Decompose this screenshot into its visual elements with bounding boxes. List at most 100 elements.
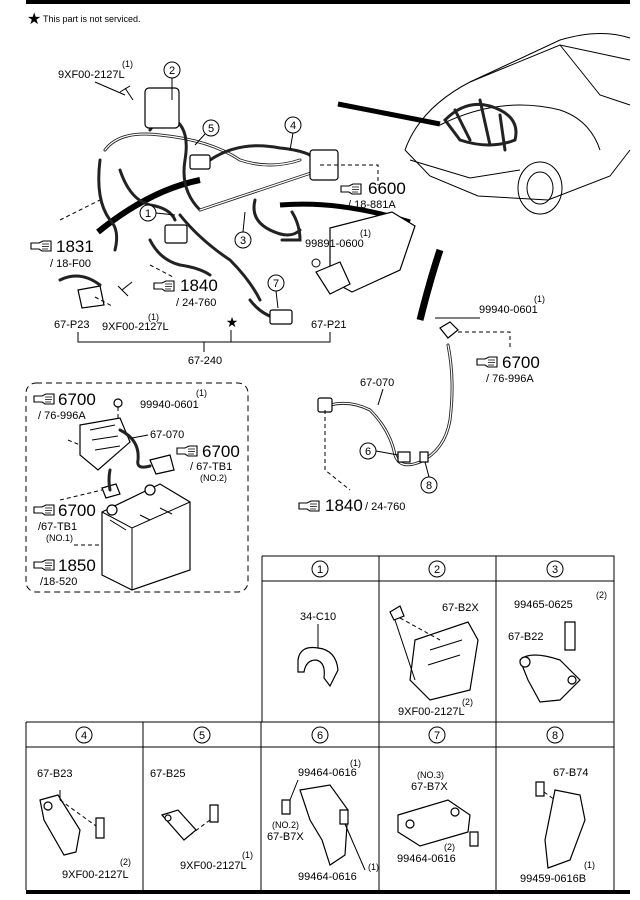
wire-harness-illustration [58,85,416,325]
parts-detail-table: 1 2 3 4 5 6 7 8 34-C10 67-B2X (2) 9XF00-… [25,555,630,894]
table-header-1: 1 [311,560,329,578]
svg-text:4: 4 [290,120,296,132]
battery-nut-part-number: 99940-0601 [140,399,199,411]
svg-text:67-B22: 67-B22 [508,631,543,643]
pointing-hand-icon [476,356,498,368]
svg-text:6: 6 [317,730,323,742]
table-header-4: 4 [75,726,93,744]
svg-text:3: 3 [552,564,558,576]
svg-text:67-B2X: 67-B2X [442,602,479,614]
note-text: This part is not serviced. [43,14,141,24]
svg-text:/ 18-881A: / 18-881A [348,199,396,211]
cell-1: 34-C10 [297,611,339,688]
svg-text:5: 5 [199,730,205,742]
star-icon: ★ [226,314,239,330]
svg-text:67-B74: 67-B74 [553,767,588,779]
svg-text:5: 5 [208,123,214,135]
ref-6700-cable: 6700 / 76-996A [476,353,540,385]
bolt-part-number-top: 9XF00-2127L [58,69,125,81]
svg-text:(NO.2): (NO.2) [272,820,299,830]
svg-text:(1): (1) [368,862,379,872]
callout-4: 4 [284,116,302,151]
main-harness-section: 2 5 4 1 3 7 (1) 9XF00-21 [30,32,631,367]
svg-text:67-B25: 67-B25 [150,768,185,780]
svg-text:99464-0616: 99464-0616 [298,871,357,883]
svg-text:1850: 1850 [58,556,96,575]
svg-text:/ 67-TB1: / 67-TB1 [190,461,232,473]
svg-text:(NO.2): (NO.2) [200,473,227,483]
svg-text:(1): (1) [350,758,361,768]
callout-1: 1 [139,204,176,222]
svg-text:6700: 6700 [58,390,96,409]
callout-3: 3 [234,211,252,249]
pointing-hand-icon [33,504,55,516]
table-header-8: 8 [546,726,564,744]
cell-8: 67-B74 (1) 99459-0616B [520,767,595,885]
battery-cable-part-number: 67-070 [150,429,184,441]
cell-7: (NO.3) 67-B7X (2) 99464-0616 [397,770,479,865]
cell-5: 67-B25 (1) 9XF00-2127L [150,768,253,872]
pointing-hand-icon [153,280,175,292]
svg-text:9XF00-2127L: 9XF00-2127L [62,869,129,881]
svg-text:1: 1 [317,564,323,576]
callout-7: 7 [267,274,285,309]
ref-1840-cable: 1840 / 24-760 [298,496,405,515]
svg-text:(NO.3): (NO.3) [417,770,444,780]
cable-nut-part-number: 99940-0601 [479,304,538,316]
callout-5: 5 [194,119,220,146]
clip-part-number: 99891-0600 [305,238,364,250]
vehicle-illustration [337,32,631,215]
svg-text:6700: 6700 [58,501,96,520]
clip-qty: (1) [360,228,371,238]
svg-text:67-B23: 67-B23 [37,768,72,780]
svg-text:6600: 6600 [368,179,406,198]
pointer-arrow-1 [96,177,201,235]
connector-67-P21: 67-P21 [311,319,346,331]
svg-text:67-B7X: 67-B7X [411,781,448,793]
pointing-hand-icon [33,559,55,571]
table-header-6: 6 [311,726,329,744]
table-header-5: 5 [193,726,211,744]
svg-text:99459-0616B: 99459-0616B [520,873,586,885]
svg-text:/18-520: /18-520 [40,576,77,588]
top-border [26,0,630,4]
svg-text:/ 76-996A: / 76-996A [38,410,86,422]
bolt-part-number-mid: 9XF00-2127L [102,321,169,333]
pointing-hand-icon [340,183,362,195]
table-header-2: 2 [428,560,446,578]
svg-text:/ 24-760: / 24-760 [365,501,405,513]
ref-6700-inset-a: 6700 / 76-996A [33,390,96,422]
svg-text:(NO.1): (NO.1) [46,533,73,543]
pointing-hand-icon [176,445,198,457]
svg-text:34-C10: 34-C10 [300,611,336,623]
svg-text:(2): (2) [596,590,607,600]
assembly-bracket: ★ 67-240 [77,314,331,367]
svg-text:1840: 1840 [180,276,218,295]
bolt-qty-top: (1) [122,59,133,69]
ref-6600: 6600 / 18-881A [340,179,406,211]
svg-text:4: 4 [81,730,87,742]
svg-text:/ 24-760: / 24-760 [176,297,216,309]
svg-text:(2): (2) [120,857,131,867]
svg-text:2: 2 [169,65,175,77]
svg-text:/ 18-F00: / 18-F00 [50,258,91,270]
svg-text:/ 76-996A: / 76-996A [486,373,534,385]
star-icon: ★ [27,11,41,28]
battery-nut-qty: (1) [196,388,207,398]
svg-text:(2): (2) [462,697,473,707]
svg-text:2: 2 [434,564,440,576]
ref-6700-inset-b: 6700 / 67-TB1 (NO.2) [176,442,240,483]
pointing-hand-icon [298,500,320,512]
svg-text:/67-TB1: /67-TB1 [38,521,77,533]
pointer-arrow-3 [416,248,444,321]
cable-nut-qty: (1) [534,294,545,304]
svg-text:6700: 6700 [202,442,240,461]
svg-text:1831: 1831 [56,237,94,256]
ref-1850: 1850 /18-520 [33,556,96,588]
cell-3: (2) 99465-0625 67-B22 [508,590,607,703]
battery-inset: (1) 99940-0601 67-070 6700 / 76-996A 670… [25,382,249,593]
bolt-qty-mid: (1) [148,312,159,322]
svg-text:6700: 6700 [502,353,540,372]
svg-text:(1): (1) [584,860,595,870]
